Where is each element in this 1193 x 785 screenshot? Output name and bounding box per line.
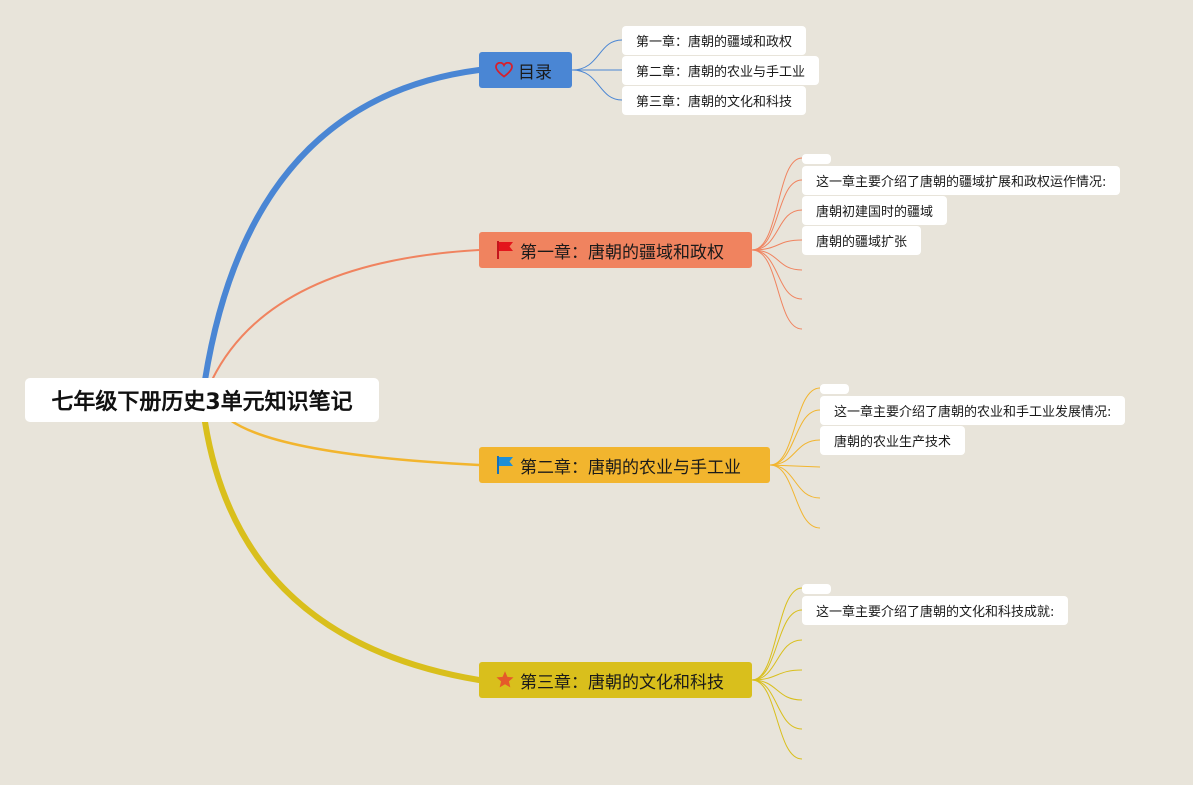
toc-sub-branches xyxy=(571,39,623,101)
red-flag-icon xyxy=(495,240,515,260)
toc-item-label: 第一章：唐朝的疆域和政权 xyxy=(636,35,793,50)
main-topic-chapter1-label: 第一章：唐朝的疆域和政权 xyxy=(520,242,724,263)
toc-item-2[interactable]: 第二章：唐朝的农业与手工业 xyxy=(622,56,820,85)
branch-root-toc xyxy=(202,67,482,383)
star-icon xyxy=(495,670,515,690)
main-topic-toc[interactable]: 目录 xyxy=(479,52,572,88)
chapter1-item-label: 唐朝的疆域扩张 xyxy=(816,235,908,250)
chapter2-item-label: 这一章主要介绍了唐朝的农业和手工业发展情况: xyxy=(834,405,1112,420)
chapter2-item-1[interactable] xyxy=(820,384,849,394)
root-topic-label: 七年级下册历史3单元知识笔记 xyxy=(51,390,353,415)
chapter3-sub-branches xyxy=(751,587,803,760)
main-topic-chapter3[interactable]: 第三章：唐朝的文化和科技 xyxy=(479,662,752,698)
toc-item-1[interactable]: 第一章：唐朝的疆域和政权 xyxy=(622,26,807,55)
main-topic-chapter3-label: 第三章：唐朝的文化和科技 xyxy=(520,672,724,693)
chapter3-item-1[interactable] xyxy=(802,584,831,594)
branch-root-chapter2 xyxy=(229,418,480,467)
chapter1-item-3[interactable]: 唐朝初建国时的疆域 xyxy=(802,196,948,225)
toc-item-label: 第二章：唐朝的农业与手工业 xyxy=(636,65,806,80)
branch-root-chapter1 xyxy=(211,249,480,381)
root-topic[interactable]: 七年级下册历史3单元知识笔记 xyxy=(25,378,379,422)
chapter3-item-label: 这一章主要介绍了唐朝的文化和科技成就: xyxy=(816,605,1055,620)
main-topic-toc-label: 目录 xyxy=(518,62,552,83)
chapter3-item-2[interactable]: 这一章主要介绍了唐朝的文化和科技成就: xyxy=(802,596,1069,625)
toc-item-label: 第三章：唐朝的文化和科技 xyxy=(636,95,793,110)
chapter1-item-label: 这一章主要介绍了唐朝的疆域扩展和政权运作情况: xyxy=(816,175,1107,190)
toc-item-3[interactable]: 第三章：唐朝的文化和科技 xyxy=(622,86,807,115)
chapter1-sub-branches xyxy=(751,157,803,330)
branch-root-chapter3 xyxy=(202,419,482,683)
main-topic-chapter2-label: 第二章：唐朝的农业与手工业 xyxy=(520,457,741,478)
chapter2-sub-branches xyxy=(769,387,821,529)
blue-flag-icon xyxy=(495,455,515,475)
chapter1-item-4[interactable]: 唐朝的疆域扩张 xyxy=(802,226,922,255)
chapter2-item-2[interactable]: 这一章主要介绍了唐朝的农业和手工业发展情况: xyxy=(820,396,1126,425)
chapter1-item-label: 唐朝初建国时的疆域 xyxy=(816,205,934,220)
chapter1-item-1[interactable] xyxy=(802,154,831,164)
chapter2-item-label: 唐朝的农业生产技术 xyxy=(834,435,952,450)
chapter1-item-2[interactable]: 这一章主要介绍了唐朝的疆域扩展和政权运作情况: xyxy=(802,166,1121,195)
main-topic-chapter1[interactable]: 第一章：唐朝的疆域和政权 xyxy=(479,232,752,268)
heart-outline-icon xyxy=(495,62,513,78)
chapter2-item-3[interactable]: 唐朝的农业生产技术 xyxy=(820,426,966,455)
main-topic-chapter2[interactable]: 第二章：唐朝的农业与手工业 xyxy=(479,447,770,483)
